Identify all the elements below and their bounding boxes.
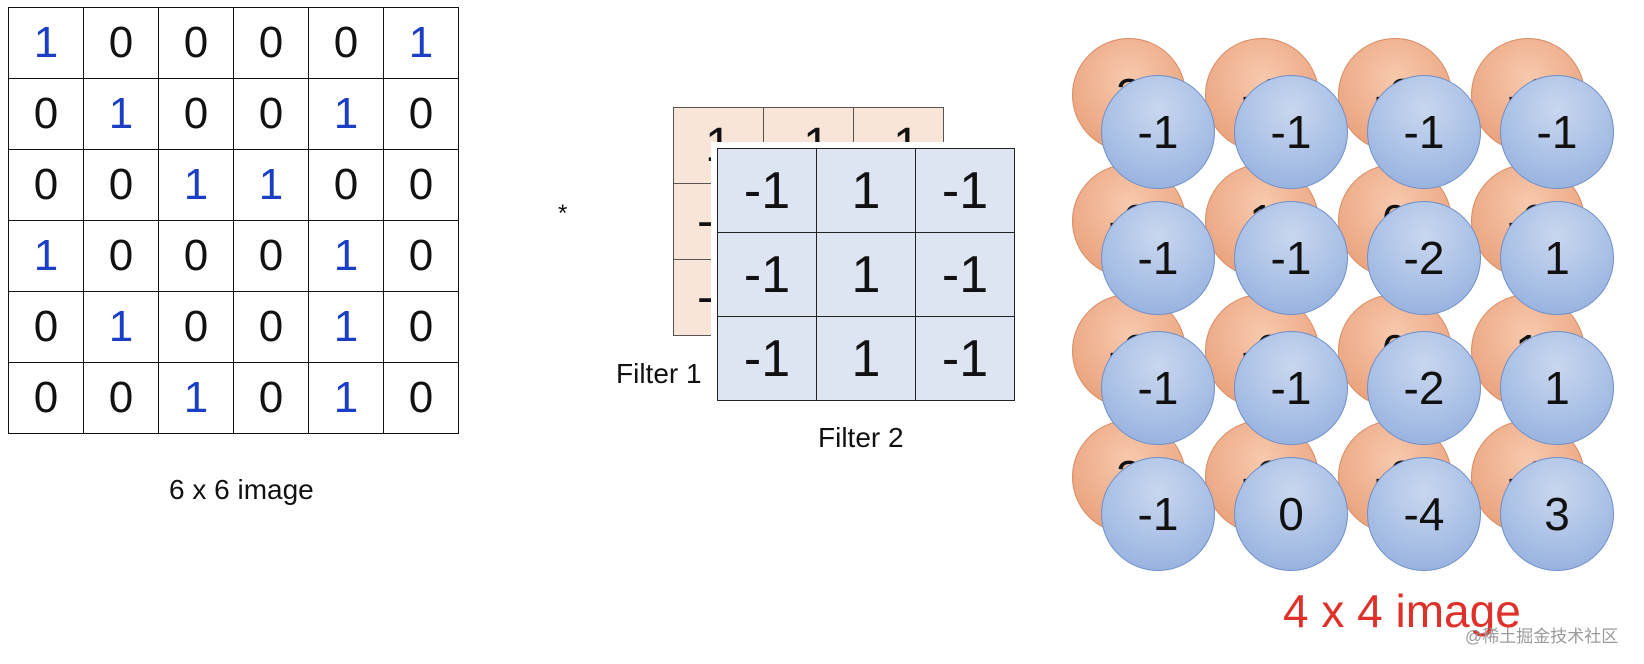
watermark: @稀土掘金技术社区 [1465,627,1619,646]
feature-map-2-cell: -4 [1367,457,1481,571]
feature-map-2-cell: -2 [1367,201,1481,315]
image-cell: 0 [84,8,159,79]
image-cell: 1 [309,79,384,150]
filter-1-label: Filter 1 [616,358,702,389]
image-cell: 0 [234,8,309,79]
image-cell: 0 [84,363,159,434]
image-cell: 1 [9,8,84,79]
filter-2-cell: 1 [817,233,916,317]
image-cell: 1 [234,150,309,221]
image-cell: 0 [159,221,234,292]
filter-2-cell: 1 [817,149,916,233]
image-cell: 1 [84,79,159,150]
image-cell: 0 [159,8,234,79]
image-cell: 0 [384,150,459,221]
image-cell: 1 [309,221,384,292]
feature-map-2-cell: -1 [1101,75,1215,189]
feature-map-2-cell: -2 [1367,331,1481,445]
image-cell: 0 [234,79,309,150]
image-cell: 1 [159,150,234,221]
image-cell: 1 [384,8,459,79]
feature-map-2-cell: -1 [1367,75,1481,189]
feature-map-2-cell: 1 [1500,201,1614,315]
image-cell: 0 [9,79,84,150]
filter-2-cell: -1 [718,233,817,317]
filter-2-label: Filter 2 [818,422,904,453]
image-cell: 0 [309,8,384,79]
image-cell: 1 [309,363,384,434]
convolution-operator: * [558,200,568,227]
filter-2-cell: -1 [916,233,1015,317]
image-cell: 0 [159,79,234,150]
image-cell: 0 [84,150,159,221]
image-cell: 0 [234,221,309,292]
image-cell: 0 [384,79,459,150]
feature-map-2-cell: -1 [1234,201,1348,315]
image-cell: 0 [309,150,384,221]
image-cell: 0 [234,292,309,363]
image-cell: 0 [384,363,459,434]
filter-2-cell: 1 [817,317,916,401]
filter-2-cell: -1 [916,149,1015,233]
input-image-caption: 6 x 6 image [169,474,314,505]
feature-map-2-cell: 3 [1500,457,1614,571]
feature-map-2-cell: -1 [1101,331,1215,445]
filter-2-cell: -1 [916,317,1015,401]
feature-map-2-cell: -1 [1101,457,1215,571]
filter-2-cell: -1 [718,149,817,233]
image-cell: 0 [384,292,459,363]
image-cell: 0 [84,221,159,292]
image-cell: 0 [159,292,234,363]
feature-map-2-cell: -1 [1101,201,1215,315]
image-cell: 1 [159,363,234,434]
image-cell: 0 [234,363,309,434]
feature-map-2-cell: -1 [1234,331,1348,445]
feature-map-2-cell: -1 [1500,75,1614,189]
image-cell: 0 [384,221,459,292]
image-cell: 1 [9,221,84,292]
feature-map-2-cell: 1 [1500,331,1614,445]
feature-map-2-cell: -1 [1234,75,1348,189]
image-cell: 1 [309,292,384,363]
image-cell: 0 [9,292,84,363]
image-cell: 0 [9,363,84,434]
filter-2-cell: -1 [718,317,817,401]
feature-map-2-cell: 0 [1234,457,1348,571]
output-image-caption: 4 x 4 image [1283,585,1521,637]
image-cell: 1 [84,292,159,363]
image-cell: 0 [9,150,84,221]
